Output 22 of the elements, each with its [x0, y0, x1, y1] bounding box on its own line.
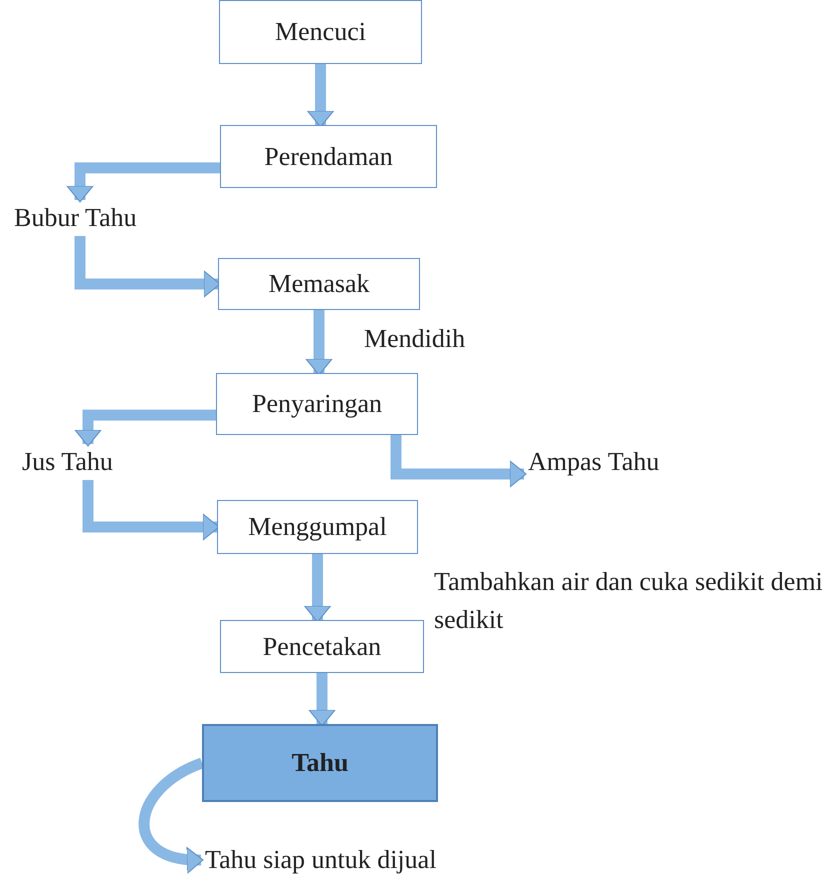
edge-label: Tambahkan air dan cuka sedikit demi sedikit: [434, 566, 824, 636]
process-box: Perendaman: [220, 125, 437, 188]
output-label: Ampas Tahu: [528, 444, 698, 480]
block-arrow: [306, 310, 332, 376]
product-box: Tahu: [202, 724, 438, 802]
block-arrow: [307, 64, 334, 128]
process-box: Menggumpal: [217, 500, 418, 554]
block-arrow: [74, 236, 220, 298]
edge-label: Mendidih: [364, 323, 466, 355]
block-arrow: [308, 673, 336, 726]
block-arrow: [138, 758, 204, 873]
block-arrow: [74, 410, 216, 446]
process-box: Penyaringan: [216, 373, 418, 435]
block-arrow: [82, 480, 220, 540]
output-label: Jus Tahu: [22, 444, 152, 480]
output-label: Tahu siap untuk dijual: [205, 842, 505, 878]
process-box: Memasak: [218, 258, 420, 310]
process-box: Mencuci: [219, 0, 422, 64]
process-box: Pencetakan: [220, 620, 424, 673]
block-arrow: [66, 162, 220, 202]
block-arrow: [304, 554, 331, 622]
output-label: Bubur Tahu: [14, 200, 174, 236]
